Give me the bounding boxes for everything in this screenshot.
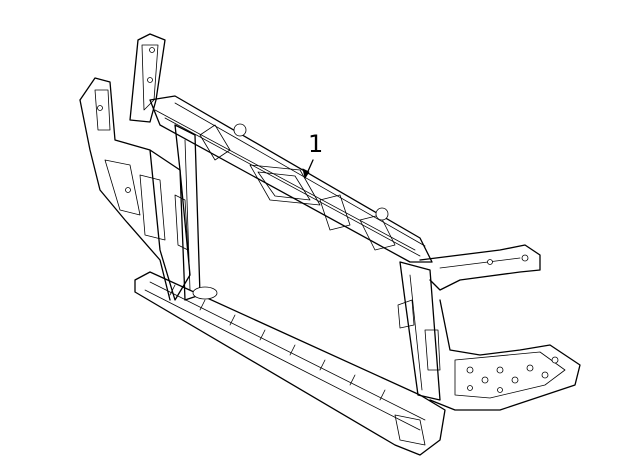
left-vertical-post: [174, 124, 201, 301]
upper-tie-bar: [149, 95, 433, 263]
part-callout-label: 1: [308, 130, 324, 158]
right-vertical-post: [397, 261, 441, 401]
right-side-panel: [429, 299, 581, 411]
right-upper-arm: [419, 244, 541, 291]
left-side-panel: [79, 77, 191, 301]
callout-leader: [302, 159, 314, 180]
lower-tie-bar: [134, 271, 446, 456]
left-upper-bracket: [129, 33, 166, 123]
